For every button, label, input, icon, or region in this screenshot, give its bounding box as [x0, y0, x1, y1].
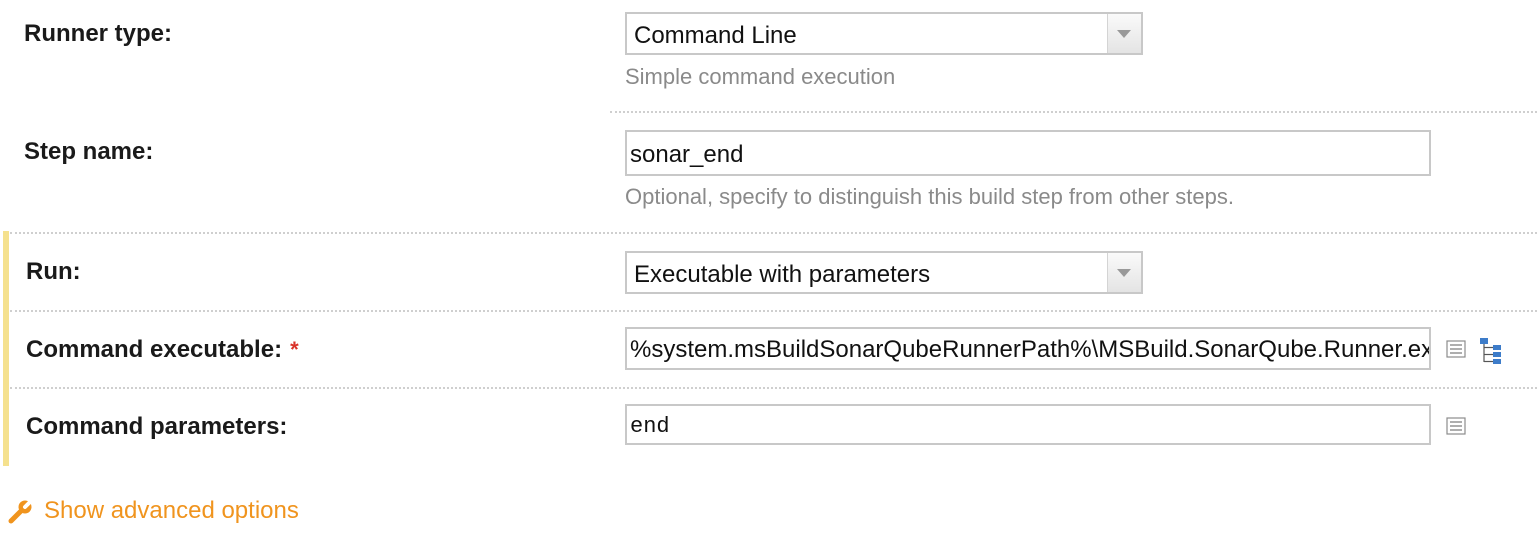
runner-type-select[interactable]: Command Line [625, 12, 1143, 55]
step-name-input[interactable]: sonar_end [625, 130, 1431, 176]
runner-type-hint: Simple command execution [625, 64, 896, 89]
runner-type-dropdown-button[interactable] [1107, 14, 1141, 53]
command-executable-label: Command executable: * [26, 336, 299, 364]
divider [10, 232, 1537, 234]
required-mark: * [290, 337, 299, 362]
command-parameters-label: Command parameters: [26, 413, 288, 440]
command-executable-label-text: Command executable: [26, 336, 283, 363]
run-value: Executable with parameters [634, 261, 931, 288]
runner-type-value: Command Line [634, 22, 797, 49]
show-advanced-options-text: Show advanced options [44, 497, 299, 524]
chevron-down-icon [1117, 30, 1131, 38]
divider [610, 111, 1537, 113]
step-name-value: sonar_end [630, 141, 744, 168]
run-select[interactable]: Executable with parameters [625, 251, 1143, 294]
chevron-down-icon [1117, 269, 1131, 277]
text-editor-icon[interactable] [1446, 340, 1466, 358]
wrench-icon [8, 498, 34, 524]
run-dropdown-button[interactable] [1107, 253, 1141, 292]
divider [10, 387, 1537, 389]
step-name-label: Step name: [24, 138, 154, 165]
command-executable-input[interactable]: %system.msBuildSonarQubeRunnerPath%\MSBu… [625, 327, 1431, 370]
text-editor-icon[interactable] [1446, 417, 1466, 435]
command-executable-value: %system.msBuildSonarQubeRunnerPath%\MSBu… [630, 336, 1431, 363]
highlight-bar [3, 231, 9, 466]
run-label: Run: [26, 258, 81, 285]
command-parameters-textarea[interactable]: end [625, 404, 1431, 445]
step-name-hint: Optional, specify to distinguish this bu… [625, 184, 1234, 209]
command-parameters-value: end [630, 414, 670, 439]
runner-type-label: Runner type: [24, 20, 173, 47]
show-advanced-options-link[interactable]: Show advanced options [8, 497, 299, 525]
parameter-tree-icon[interactable] [1478, 336, 1506, 366]
divider [10, 310, 1537, 312]
